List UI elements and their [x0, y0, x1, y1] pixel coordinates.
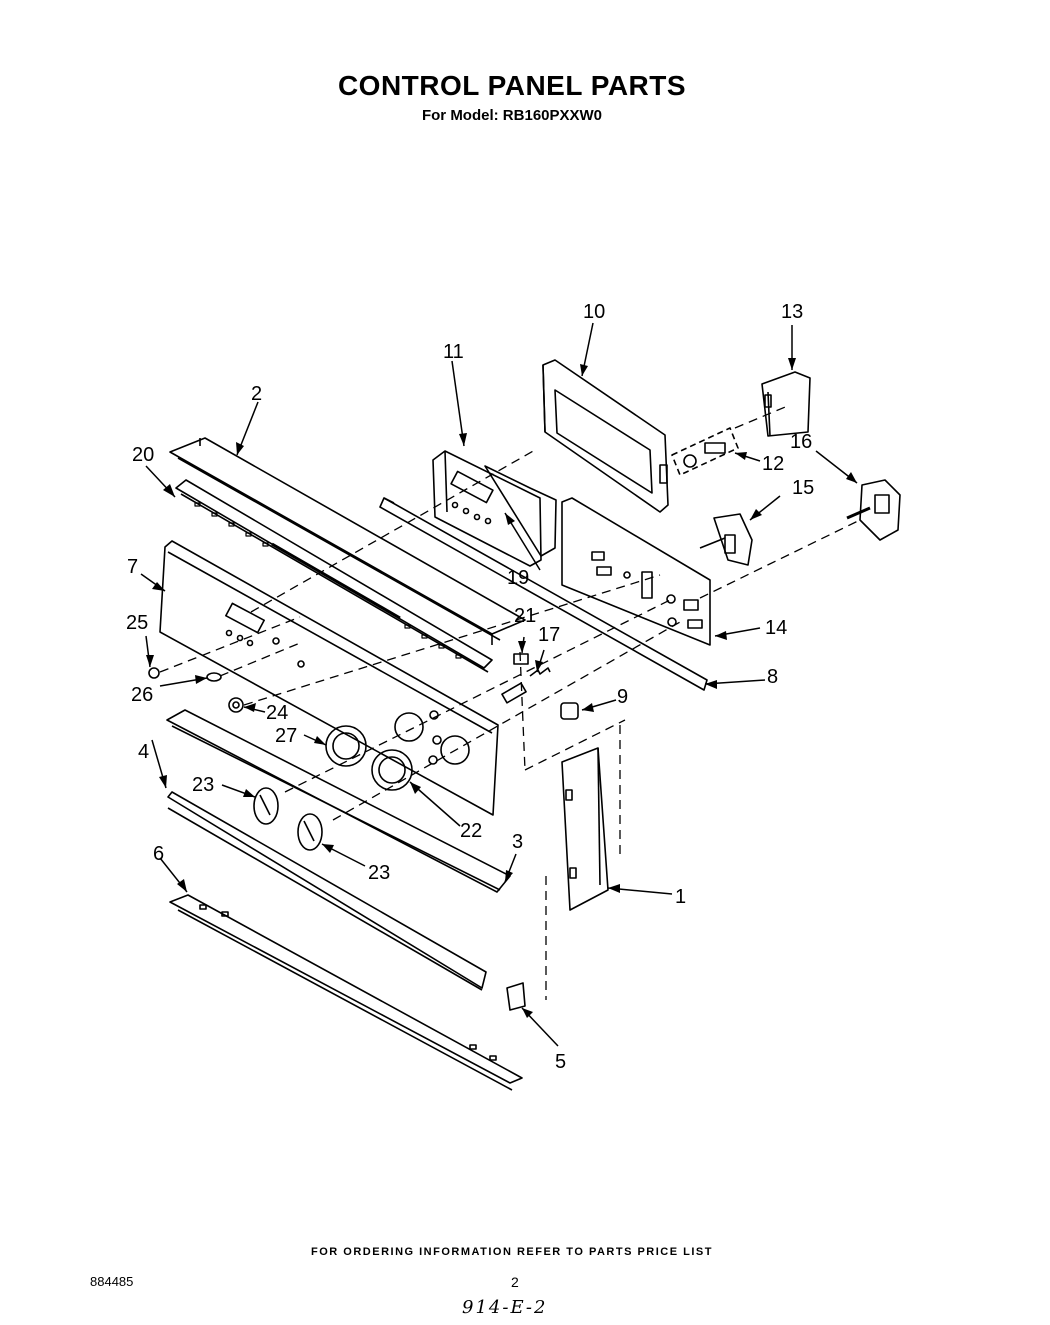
part-2-top-trim [169, 437, 526, 645]
part-26-lens [206, 672, 222, 682]
callout-label: 27 [275, 725, 297, 747]
part-23-knob-upper [253, 787, 279, 825]
callout-label: 26 [131, 684, 153, 706]
part-16-rotary-switch [846, 479, 901, 541]
model-subtitle: For Model: RB160PXXW0 [421, 107, 603, 124]
callout-label: 23 [192, 774, 214, 796]
callout-label: 2 [251, 383, 262, 405]
callout-label: 15 [792, 477, 814, 499]
callout-labels: 1 2 3 4 5 6 7 8 9 10 11 12 13 14 15 16 1… [126, 301, 814, 1073]
callout-label: 5 [555, 1051, 566, 1073]
part-6-base-channel [169, 894, 523, 1091]
leader-lines [140, 322, 858, 1047]
callout-label: 14 [765, 617, 787, 639]
callout-label: 11 [443, 341, 464, 363]
callout-label: 19 [507, 567, 529, 589]
part-11-display-housing [432, 450, 557, 567]
callout-label: 3 [512, 831, 523, 853]
arrowheads [146, 358, 857, 1018]
part-22-bezel [371, 749, 413, 791]
callout-label: 21 [514, 605, 536, 627]
page-number: 2 [511, 1274, 519, 1290]
callout-label: 23 [368, 862, 390, 884]
part-10-display-frame [542, 359, 669, 513]
ordering-note: FOR ORDERING INFORMATION REFER TO PARTS … [311, 1246, 713, 1258]
part-17-shaft [501, 682, 527, 704]
part-3-lower-trim [166, 709, 511, 893]
part-9-retainer [560, 702, 579, 720]
callout-label: 10 [583, 301, 605, 323]
callout-label: 24 [266, 702, 288, 724]
part-7-panel-face [159, 540, 499, 816]
part-21-clip [513, 653, 529, 665]
part-24-grommet [228, 697, 244, 713]
page-title: CONTROL PANEL PARTS [337, 70, 687, 101]
callout-label: 13 [781, 301, 803, 323]
callout-label: 7 [127, 556, 138, 578]
part-17-spring [529, 667, 551, 677]
part-20-perforated-strip [175, 479, 493, 673]
callout-label: 8 [767, 666, 778, 688]
callout-label: 20 [132, 444, 154, 466]
part-4-bottom-strip [167, 791, 487, 991]
part-15-switch [699, 513, 753, 566]
document-number: 884485 [90, 1274, 134, 1289]
part-13-bracket [761, 371, 811, 437]
callout-label: 6 [153, 843, 164, 865]
callout-label: 4 [138, 741, 149, 763]
assembly-lines [159, 404, 861, 1000]
callout-label: 12 [762, 453, 784, 475]
part-27-bezel [325, 725, 367, 767]
callout-label: 25 [126, 612, 148, 634]
handwritten-code: 914-E-2 [462, 1297, 548, 1318]
part-1-side-bracket [561, 747, 609, 911]
part-5-clip [506, 982, 526, 1011]
part-23-knob-lower [297, 813, 323, 851]
callout-label: 22 [460, 820, 482, 842]
part-25-screw [148, 667, 160, 679]
part-8-trim-rod [379, 497, 708, 691]
part-12-clip [671, 427, 739, 476]
callout-label: 16 [790, 431, 812, 453]
callout-label: 9 [617, 686, 628, 708]
callout-label: 1 [675, 886, 686, 908]
callout-label: 17 [538, 624, 560, 646]
